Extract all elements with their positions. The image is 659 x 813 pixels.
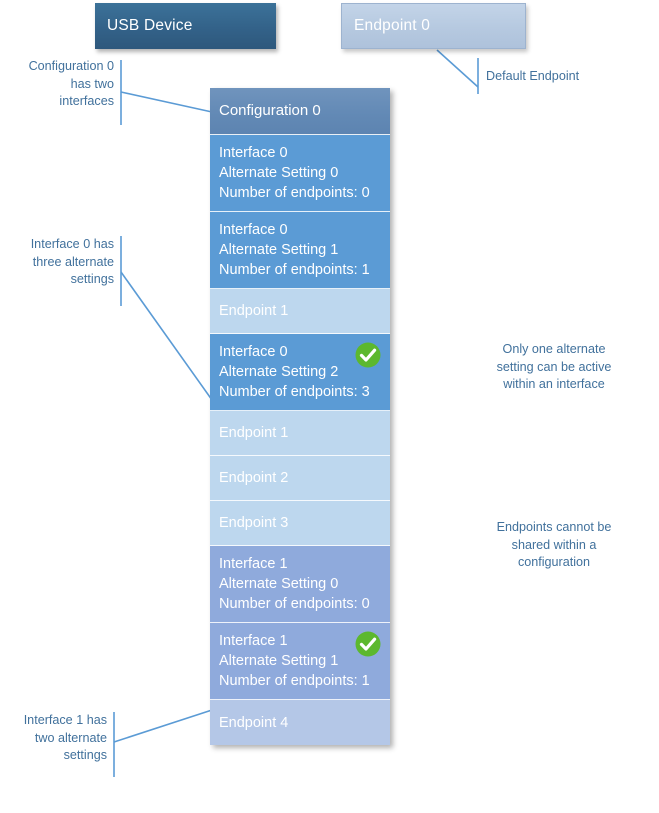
node-line: Number of endpoints: 0: [219, 596, 370, 612]
node-line: Alternate Setting 1: [219, 653, 339, 669]
node-line: Alternate Setting 1: [219, 242, 339, 258]
annotation-line: interfaces: [59, 94, 114, 108]
node-line: Number of endpoints: 0: [219, 185, 370, 201]
annotation-line: settings: [70, 272, 114, 286]
endpoint-0-label: Endpoint 0: [354, 17, 431, 34]
leader-line-default-endpoint: [436, 49, 479, 88]
configuration-stack: Configuration 0 Interface 0 Alternate Sett…: [210, 88, 390, 745]
annotation-endpoints-not-shared: Endpoints cannot be shared within a config…: [456, 519, 652, 572]
annotation-interface1-alternate-settings: Interface 1 has two alternate settings: [2, 712, 107, 765]
node-line: Endpoint 4: [219, 714, 289, 731]
endpoint-node[interactable]: Endpoint 3: [210, 501, 390, 546]
endpoint-node[interactable]: Endpoint 2: [210, 456, 390, 501]
usb-device-label: USB Device: [107, 17, 193, 34]
interface-node[interactable]: Interface 0 Alternate Setting 1 Number of …: [210, 212, 390, 289]
annotation-line: Configuration 0: [28, 59, 114, 73]
annotation-interface0-alternate-settings: Interface 0 has three alternate settings: [8, 236, 114, 289]
annotation-line: setting can be active: [496, 359, 612, 374]
node-line: Interface 1: [219, 556, 288, 572]
node-line: Number of endpoints: 3: [219, 384, 370, 400]
node-line: Number of endpoints: 1: [219, 673, 370, 689]
annotation-one-alternate-setting-active: Only one alternate setting can be active w…: [456, 341, 652, 394]
leader-line-interface0: [120, 271, 213, 401]
node-line: Alternate Setting 0: [219, 165, 339, 181]
interface-node[interactable]: Interface 0 Alternate Setting 2 Number of …: [210, 334, 390, 411]
node-line: Alternate Setting 2: [219, 364, 339, 380]
node-line: Configuration 0: [219, 102, 321, 119]
node-line: Endpoint 3: [219, 515, 289, 531]
configuration-node[interactable]: Configuration 0: [210, 88, 390, 135]
node-line: Number of endpoints: 1: [219, 262, 370, 278]
interface-node[interactable]: Interface 1 Alternate Setting 1 Number of …: [210, 623, 390, 700]
annotation-line: three alternate: [32, 254, 114, 269]
annotation-line: configuration: [517, 555, 591, 569]
node-line: Interface 0: [219, 222, 288, 238]
node-line: Interface 1: [219, 633, 288, 649]
annotation-default-endpoint: Default Endpoint: [486, 68, 646, 86]
annotation-line: Endpoints cannot be: [496, 520, 612, 534]
annotation-line: two alternate: [34, 730, 107, 745]
annotation-line: Default Endpoint: [486, 69, 580, 83]
interface-node[interactable]: Interface 0 Alternate Setting 0 Number of …: [210, 135, 390, 212]
node-line: Endpoint 1: [219, 303, 289, 319]
endpoint-node[interactable]: Endpoint 4: [210, 700, 390, 745]
usb-device-box[interactable]: USB Device: [95, 3, 276, 49]
interface-node[interactable]: Interface 1 Alternate Setting 0 Number of …: [210, 546, 390, 623]
annotation-line: Interface 0 has: [30, 237, 114, 251]
annotation-line: Only one alternate: [502, 342, 606, 356]
node-line: Alternate Setting 0: [219, 576, 339, 592]
node-line: Interface 0: [219, 344, 288, 360]
leader-line-configuration: [120, 91, 213, 113]
endpoint-node[interactable]: Endpoint 1: [210, 411, 390, 456]
node-line: Endpoint 1: [219, 425, 289, 441]
annotation-line: has two: [70, 76, 114, 91]
annotation-line: within an interface: [503, 377, 605, 391]
active-check-icon: [355, 342, 381, 368]
node-line: Interface 0: [219, 145, 288, 161]
annotation-configuration-interfaces: Configuration 0 has two interfaces: [8, 58, 114, 111]
annotation-line: settings: [63, 748, 107, 762]
active-check-icon: [355, 631, 381, 657]
leader-line-interface1: [113, 709, 213, 743]
endpoint-0-box[interactable]: Endpoint 0: [341, 3, 526, 49]
annotation-line: Interface 1 has: [23, 713, 107, 727]
annotation-line: shared within a: [511, 537, 597, 552]
endpoint-node[interactable]: Endpoint 1: [210, 289, 390, 334]
node-line: Endpoint 2: [219, 470, 289, 486]
